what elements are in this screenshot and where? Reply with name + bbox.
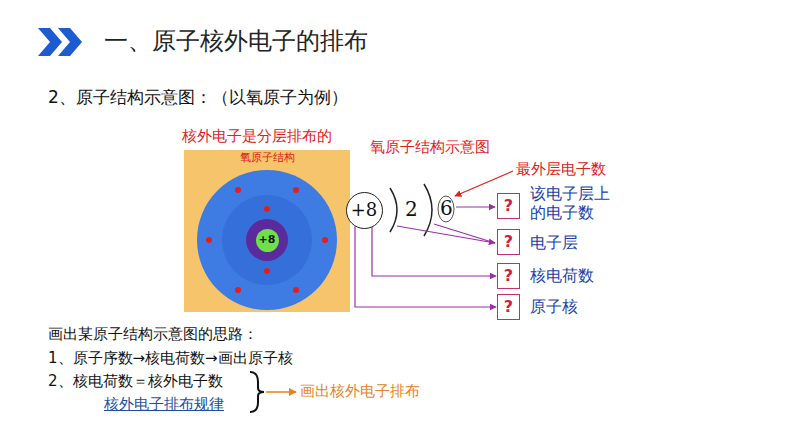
connector [355,226,496,307]
callout-text: 该电子层上的电子数 [530,184,613,222]
node-text: ? [504,298,513,316]
step-text: 1、原子序数→核电荷数→画出原子核 [48,349,293,368]
callout-text: 电子层 [530,233,578,253]
note-heading: 画出某原子结构示意图的思路： [48,325,258,344]
nucleus-circle: +8 [346,192,383,229]
node-text: ? [504,233,513,251]
shell-count: 6 [440,196,453,221]
outer-count-oval [438,196,454,222]
node-text: 氧原子结构 [184,152,350,165]
question-box: ? [497,193,520,219]
question-box: ? [497,263,520,289]
question-box: ? [497,294,520,320]
node-text: ? [504,267,513,285]
leader-line [434,224,495,243]
result-text: 画出核外电子排布 [300,382,420,401]
node-text: +8 [259,234,276,247]
connector-layer [355,226,496,307]
node-text: ? [504,197,513,215]
node-text: +8 [351,200,378,221]
question-box: ? [497,229,520,255]
connector [372,227,496,276]
atom-picture-frame: 氧原子结构 +8 [184,150,350,312]
subtitle: 2、原子结构示意图：（以氧原子为例） [48,87,348,108]
slide-title: 一、原子核外电子的排布 [104,26,368,56]
note-text: 核外电子是分层排布的 [182,127,332,146]
callout-text: 原子核 [530,297,578,317]
shell-count: 2 [405,197,418,222]
callout-text: 核电荷数 [530,266,594,286]
leader-line [456,206,495,207]
link-text: 核外电子排布规律 [104,395,224,414]
title-chevrons [38,28,82,56]
arrow [266,391,296,393]
step-text: 2、核电荷数＝核外电子数 [48,372,223,391]
diagram-heading: 氧原子结构示意图 [370,138,490,157]
nucleus-ball: +8 [256,229,279,252]
atom-illustration [184,150,350,312]
leader-line [397,226,495,243]
brace [250,372,264,412]
callout-text: 最外层电子数 [516,160,606,179]
